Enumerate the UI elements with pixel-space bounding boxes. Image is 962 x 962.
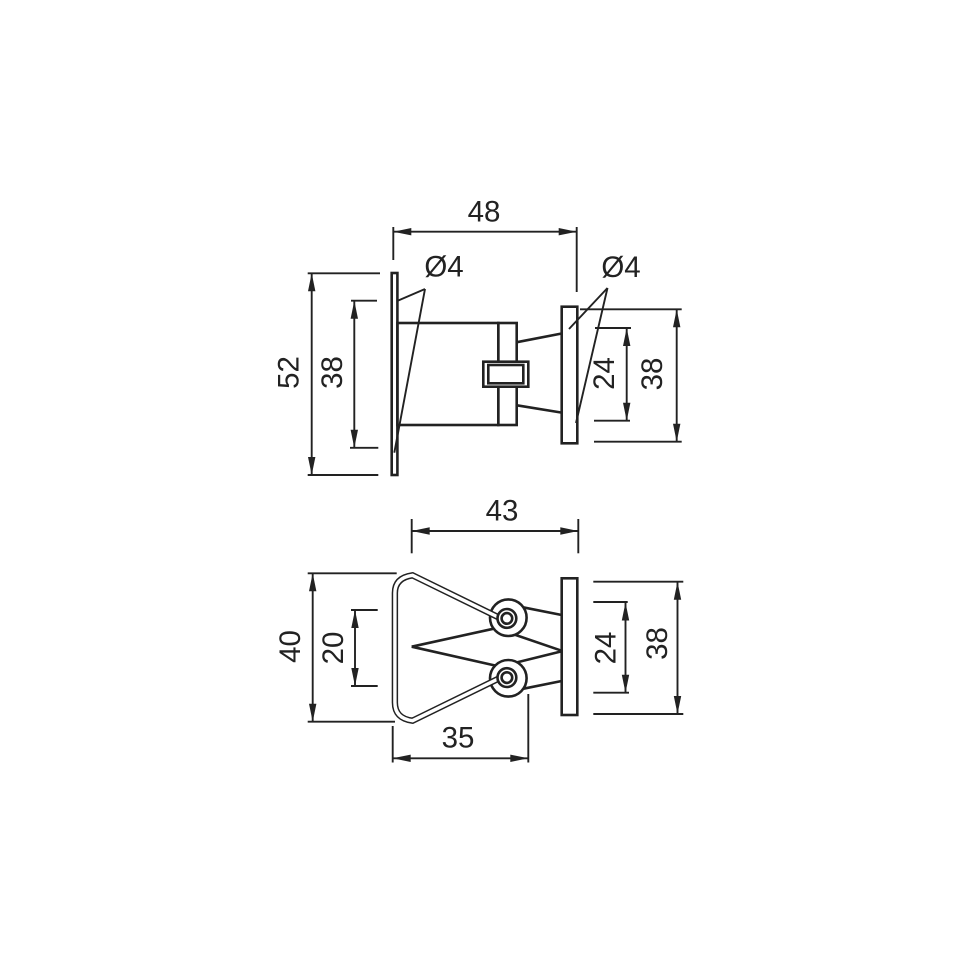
hole-rear-label: Ø4 bbox=[601, 251, 640, 284]
dimension-height: 40 bbox=[274, 572, 397, 723]
hole-callout-front: Ø4 bbox=[393, 251, 464, 453]
wall-plate-top bbox=[560, 576, 579, 717]
dimension-plate-height-top: 38 bbox=[593, 580, 684, 715]
coil-upper-hole bbox=[500, 611, 514, 626]
hole-callout-rear: Ø4 bbox=[568, 251, 641, 424]
dimension-inner-spacing: 20 bbox=[317, 609, 378, 687]
dimension-depth: 43 bbox=[410, 495, 580, 554]
bracket-notch-bottom bbox=[411, 645, 501, 668]
dimension-cone-top: 24 bbox=[589, 601, 630, 694]
dim-plate-height-top-label: 38 bbox=[641, 627, 674, 660]
dim-opening-height-label: 38 bbox=[316, 356, 349, 389]
dimension-flange-height: 52 bbox=[272, 272, 380, 476]
dim-cone-top-label: 24 bbox=[589, 632, 622, 665]
leader-line bbox=[575, 287, 609, 424]
dim-inner-spacing-label: 20 bbox=[317, 632, 350, 665]
spring-wire-core bbox=[393, 573, 505, 723]
spring-wire bbox=[391, 571, 506, 724]
bracket-outer-bottom bbox=[517, 679, 562, 692]
dim-plate-height-side-label: 38 bbox=[636, 358, 669, 391]
dimension-clip-width: 35 bbox=[391, 694, 530, 763]
leader-line bbox=[397, 288, 426, 302]
dim-flange-height-label: 52 bbox=[272, 356, 305, 389]
bracket-outer-top bbox=[517, 605, 562, 617]
side-view: 48 Ø4 Ø4 52 38 bbox=[272, 196, 682, 477]
dim-height-label: 40 bbox=[274, 630, 307, 663]
dimension-cone-side: 24 bbox=[588, 327, 631, 422]
cone-top-edge bbox=[516, 332, 562, 344]
dim-cone-side-label: 24 bbox=[588, 357, 621, 390]
dim-depth-label: 43 bbox=[486, 495, 519, 528]
dimension-plate-height-side: 38 bbox=[580, 308, 682, 443]
mounting-bracket bbox=[411, 605, 563, 692]
hole-front-label: Ø4 bbox=[424, 251, 463, 284]
dim-overall-width-label: 48 bbox=[468, 196, 501, 229]
dimension-opening-height: 38 bbox=[316, 299, 379, 449]
dimension-overall-width: 48 bbox=[392, 196, 578, 292]
wall-plate-side bbox=[560, 305, 579, 445]
cone-bottom-edge bbox=[516, 404, 562, 414]
dim-clip-width-label: 35 bbox=[442, 722, 475, 755]
leader-line bbox=[393, 288, 426, 453]
top-view: 43 40 20 35 24 bbox=[274, 495, 684, 763]
coil-lower-hole bbox=[500, 670, 514, 685]
screw-head-inner bbox=[486, 363, 525, 385]
bracket-notch-top bbox=[411, 626, 501, 648]
